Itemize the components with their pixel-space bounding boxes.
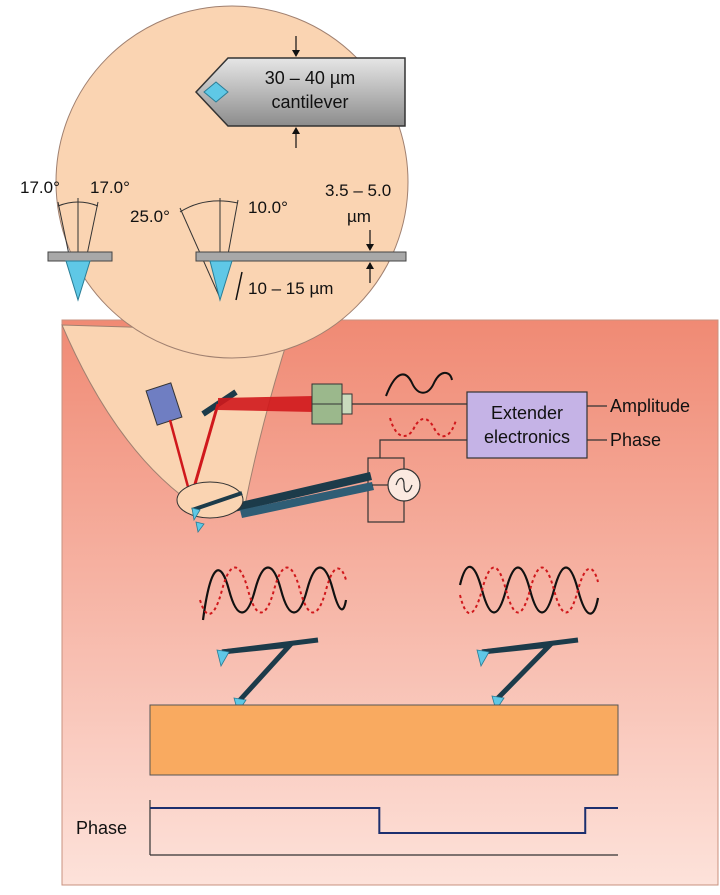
extender-label-line1: Extender [491, 403, 563, 423]
phase-plot-axes [149, 800, 618, 856]
tip-side-view-asymmetric: 25.0° 10.0° 3.5 – 5.0 µm 10 – 15 µm [130, 181, 407, 302]
tip-right-upper-icon [476, 649, 490, 668]
cantilever-width-label: 30 – 40 µm [265, 68, 355, 88]
phase-trace [150, 807, 618, 834]
laser-beams [168, 396, 314, 499]
oscillation-right [458, 565, 600, 711]
extender-electronics-box [466, 391, 588, 459]
response-wave-right [459, 566, 599, 615]
tip-height-label: 10 – 15 µm [248, 279, 333, 298]
phase-output-label: Phase [610, 430, 661, 450]
response-wave [389, 417, 457, 438]
thickness-value-label: 3.5 – 5.0 [325, 181, 391, 200]
angle-right-b: 10.0° [248, 198, 288, 217]
tip-top-icon [203, 81, 229, 103]
tip-side-view-symmetric: 17.0° 17.0° [20, 178, 130, 302]
amplitude-output-label: Amplitude [610, 396, 690, 416]
drive-wave-left [201, 566, 348, 621]
tip-symmetric-icon [65, 260, 91, 302]
angle-left-b: 17.0° [90, 178, 130, 197]
drive-wave [385, 371, 453, 397]
sample-surface [149, 704, 619, 776]
tip-asymmetric-icon [209, 260, 233, 302]
phase-plot-label: Phase [76, 818, 127, 838]
thickness-unit-label: µm [347, 207, 371, 226]
cantilever-top-view: 30 – 40 µm cantilever [194, 36, 406, 148]
angle-right-a: 25.0° [130, 207, 170, 226]
angle-left-a: 17.0° [20, 178, 60, 197]
extender-label-line2: electronics [484, 427, 570, 447]
cantilever-small [191, 491, 243, 512]
piezo-holder [232, 472, 388, 518]
cantilever-label: cantilever [271, 92, 348, 112]
tip-zoom-ellipse [176, 481, 244, 519]
tip-left-upper-icon [216, 649, 230, 668]
tip-small-icon [191, 507, 201, 522]
